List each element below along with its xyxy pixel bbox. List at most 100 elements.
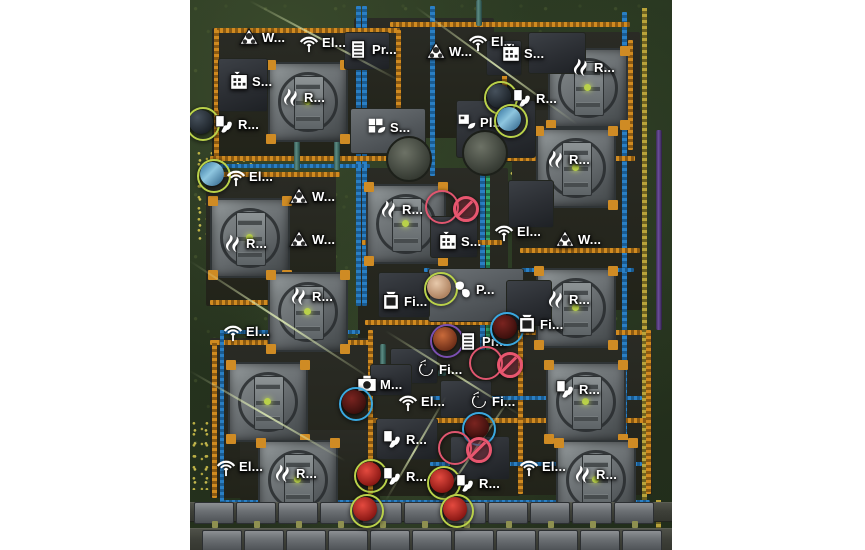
alert-marker-storage-chest[interactable]: S... [228,70,272,92]
cargo-wagon[interactable] [580,530,620,550]
alert-marker-reactor[interactable]: R... [288,285,333,307]
cargo-wagon[interactable] [370,530,410,550]
pipe-segment[interactable] [380,344,386,380]
selection-ring-yellow[interactable] [197,159,231,193]
alert-marker-reactor[interactable]: R... [272,462,317,484]
alert-marker-no-entry[interactable] [438,431,492,465]
alert-marker-inserter[interactable]: R... [382,428,427,450]
cargo-wagon[interactable] [286,530,326,550]
belt-yellow-vertical[interactable] [396,30,401,150]
belt-yellow-horizontal[interactable] [520,248,640,253]
alert-marker-warning-triangle[interactable]: W... [554,228,601,250]
alert-marker-inserter[interactable]: R... [555,378,600,400]
alert-marker-radar-antenna[interactable]: El... [215,455,263,477]
cargo-wagon[interactable] [496,530,536,550]
alert-marker-furnace[interactable]: Fi... [516,313,563,335]
belt-yellow-vertical[interactable] [628,40,633,150]
alert-marker-reactor[interactable]: R... [545,288,590,310]
alert-label: S... [252,73,273,89]
cargo-wagon[interactable] [454,530,494,550]
alert-marker-recycler[interactable]: Fi... [468,390,515,412]
alert-marker-reactor[interactable]: R... [572,463,617,485]
cargo-wagon[interactable] [244,530,284,550]
alert-marker-warning-triangle[interactable]: W... [238,26,285,48]
alert-marker-reactor[interactable]: R... [545,148,590,170]
alert-marker-no-entry[interactable] [469,346,523,380]
selection-ring-yellow[interactable] [350,494,384,528]
alert-marker-storage-chest[interactable]: S... [500,42,544,64]
agriculture-tower[interactable] [462,130,508,176]
agriculture-tower[interactable] [386,136,432,182]
reactor-bar [394,238,418,243]
belt-yellow-horizontal[interactable] [210,172,340,177]
alert-marker-warning-triangle[interactable]: W... [425,40,472,62]
alert-marker-reactor[interactable]: R... [378,198,423,220]
alert-marker-radar-antenna[interactable]: El... [518,455,566,477]
alert-marker-inserter[interactable]: R... [190,107,260,141]
reactor-corner [364,182,374,192]
alert-marker-inserter[interactable]: R... [484,81,557,115]
alert-marker-warning-triangle[interactable]: W... [288,185,335,207]
cargo-wagon[interactable] [538,530,578,550]
nuclear-reactor[interactable] [226,360,310,444]
alert-marker-agriculture-tower[interactable]: S... [366,116,410,138]
belt-blue-horizontal[interactable] [424,268,634,272]
game-viewport[interactable]: W...El...Pr...W...El...S...R...S...R...R… [190,0,672,550]
pipe-segment[interactable] [334,136,340,170]
alert-marker-furnace[interactable]: Fi... [380,290,427,312]
no-entry-icon[interactable] [497,352,523,378]
cargo-wagon[interactable] [412,530,452,550]
belt-yellow-vertical[interactable] [646,330,651,494]
cargo-wagon[interactable] [328,530,368,550]
pipe-purple-segment[interactable] [656,130,662,330]
pipe-segment[interactable] [294,136,300,170]
alert-marker-biochamber[interactable]: P... [424,272,495,306]
belt-blue-vertical[interactable] [480,160,485,350]
belt-blue-vertical[interactable] [430,6,435,176]
belt-green-vertical[interactable] [486,160,490,350]
selection-ring-blue[interactable] [339,387,373,421]
alert-marker-inserter[interactable]: R... [354,459,427,493]
belt-blue-horizontal[interactable] [430,396,642,400]
alert-marker-reactor[interactable]: R... [280,86,325,108]
alert-label: R... [238,116,260,132]
nuclear-reactor[interactable] [534,266,618,350]
belt-yellow-horizontal[interactable] [365,320,513,325]
alert-marker-camera[interactable]: M... [356,373,402,395]
cargo-wagon[interactable] [622,530,662,550]
alert-marker-recycler[interactable]: Fi... [415,358,462,380]
alert-marker-radar-antenna[interactable]: El... [222,320,270,342]
selection-ring-yellow[interactable] [424,272,458,306]
nuclear-reactor[interactable] [266,270,350,354]
alert-marker-radar-antenna[interactable]: El... [298,31,346,53]
cargo-wagon[interactable] [202,530,242,550]
alert-marker-no-entry[interactable] [425,190,479,224]
alert-marker-assembler-list[interactable]: Pr... [348,38,397,60]
alert-marker-radar-antenna[interactable]: El... [397,390,445,412]
belt-yellow-horizontal[interactable] [210,156,400,161]
nuclear-reactor[interactable] [544,360,628,444]
alert-marker-storage-chest[interactable]: S... [437,230,481,252]
alert-marker-radar-antenna[interactable]: El... [197,159,273,193]
reactor-corner [208,196,218,206]
selection-ring-blue[interactable] [462,412,496,446]
alert-marker-assembler-list[interactable]: Pr... [430,324,507,358]
pipe-segment[interactable] [476,0,482,26]
alert-marker-reactor[interactable]: R... [222,232,267,254]
no-entry-icon[interactable] [453,196,479,222]
alert-label: R... [569,151,591,167]
selection-ring-yellow[interactable] [440,494,474,528]
alert-marker-radar-antenna[interactable]: El... [493,220,541,242]
alert-marker-reactor[interactable]: R... [570,56,615,78]
reactor-bar [238,220,262,225]
selection-ring-yellow[interactable] [494,104,528,138]
storage-building[interactable] [508,180,554,228]
belt-blue-vertical[interactable] [622,12,627,502]
alert-label: R... [406,431,428,447]
belt-yellow-vertical[interactable] [214,30,219,160]
belt-yellow-horizontal[interactable] [390,22,630,27]
alert-marker-warning-triangle[interactable]: W... [288,228,335,250]
no-entry-icon[interactable] [466,437,492,463]
nuclear-reactor[interactable] [534,126,618,210]
alert-marker-inserter[interactable]: R... [427,466,500,500]
